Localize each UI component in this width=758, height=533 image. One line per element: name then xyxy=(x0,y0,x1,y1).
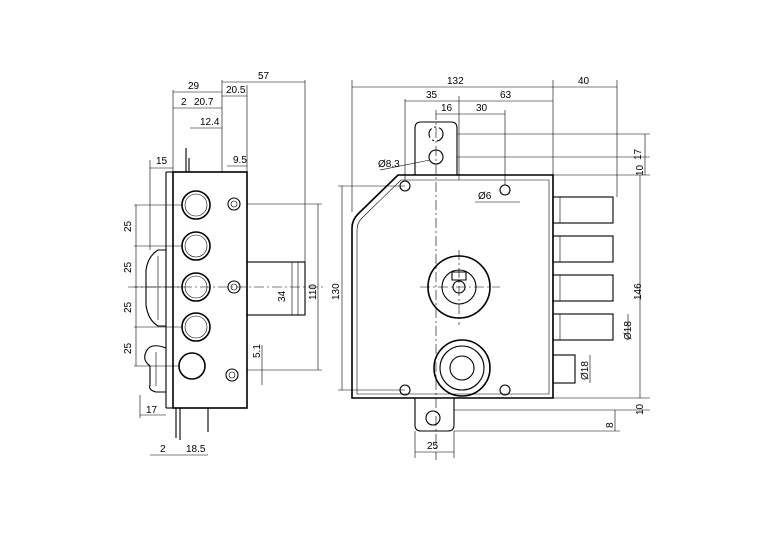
dim-dia-18-pin: Ø18 xyxy=(580,361,591,380)
dim-25-d: 25 xyxy=(123,342,134,354)
dim-30: 30 xyxy=(476,103,488,114)
front-view-dimensions: 132 40 35 63 16 30 Ø8.3 Ø6 17 10 146 Ø18… xyxy=(331,76,646,452)
side-handle xyxy=(144,345,167,393)
dim-9-5: 9.5 xyxy=(233,155,247,166)
lower-knob xyxy=(433,339,491,397)
side-bolts xyxy=(178,190,211,380)
dim-20-7: 20.7 xyxy=(194,97,214,108)
dim-57: 57 xyxy=(258,71,270,82)
side-view-dimensions: 29 57 2 20.7 20.5 12.4 15 9.5 25 25 25 2… xyxy=(123,71,319,455)
dim-17-front: 17 xyxy=(633,148,644,160)
dim-25-b: 25 xyxy=(123,261,134,273)
side-cylinder xyxy=(246,261,306,316)
dim-8: 8 xyxy=(605,422,616,428)
side-view: 29 57 2 20.7 20.5 12.4 15 9.5 25 25 25 2… xyxy=(123,71,325,456)
front-bottom-tab xyxy=(414,398,455,432)
dim-16: 16 xyxy=(441,103,453,114)
dim-25-front: 25 xyxy=(427,441,439,452)
dim-2-bottom: 2 xyxy=(160,444,166,455)
dim-63: 63 xyxy=(500,90,512,101)
front-body xyxy=(351,174,554,399)
front-view: 132 40 35 63 16 30 Ø8.3 Ø6 17 10 146 Ø18… xyxy=(331,76,650,460)
dim-10-top: 10 xyxy=(635,164,646,176)
front-top-tab xyxy=(414,121,458,175)
dim-17-side: 17 xyxy=(146,405,158,416)
dim-2: 2 xyxy=(181,97,187,108)
dim-25-a: 25 xyxy=(123,220,134,232)
dim-34: 34 xyxy=(277,290,288,302)
dim-146: 146 xyxy=(633,283,644,300)
dim-18-5: 18.5 xyxy=(186,444,206,455)
dim-15: 15 xyxy=(156,156,168,167)
dim-25-c: 25 xyxy=(123,301,134,313)
dim-35: 35 xyxy=(426,90,438,101)
dim-20-5: 20.5 xyxy=(226,85,246,96)
dim-5-1: 5.1 xyxy=(252,344,263,358)
dim-dia-6: Ø6 xyxy=(478,191,492,202)
dim-130: 130 xyxy=(331,283,342,300)
dim-10-bottom: 10 xyxy=(635,403,646,415)
dim-29: 29 xyxy=(188,81,200,92)
front-bolts xyxy=(552,196,614,384)
dim-110: 110 xyxy=(308,284,319,300)
dim-dia-8-3: Ø8.3 xyxy=(378,159,400,170)
dim-dia-18-bolt: Ø18 xyxy=(623,321,634,340)
dim-40: 40 xyxy=(578,76,590,87)
side-knob xyxy=(145,249,166,327)
dim-12-4: 12.4 xyxy=(200,117,220,128)
dim-132: 132 xyxy=(447,76,464,87)
